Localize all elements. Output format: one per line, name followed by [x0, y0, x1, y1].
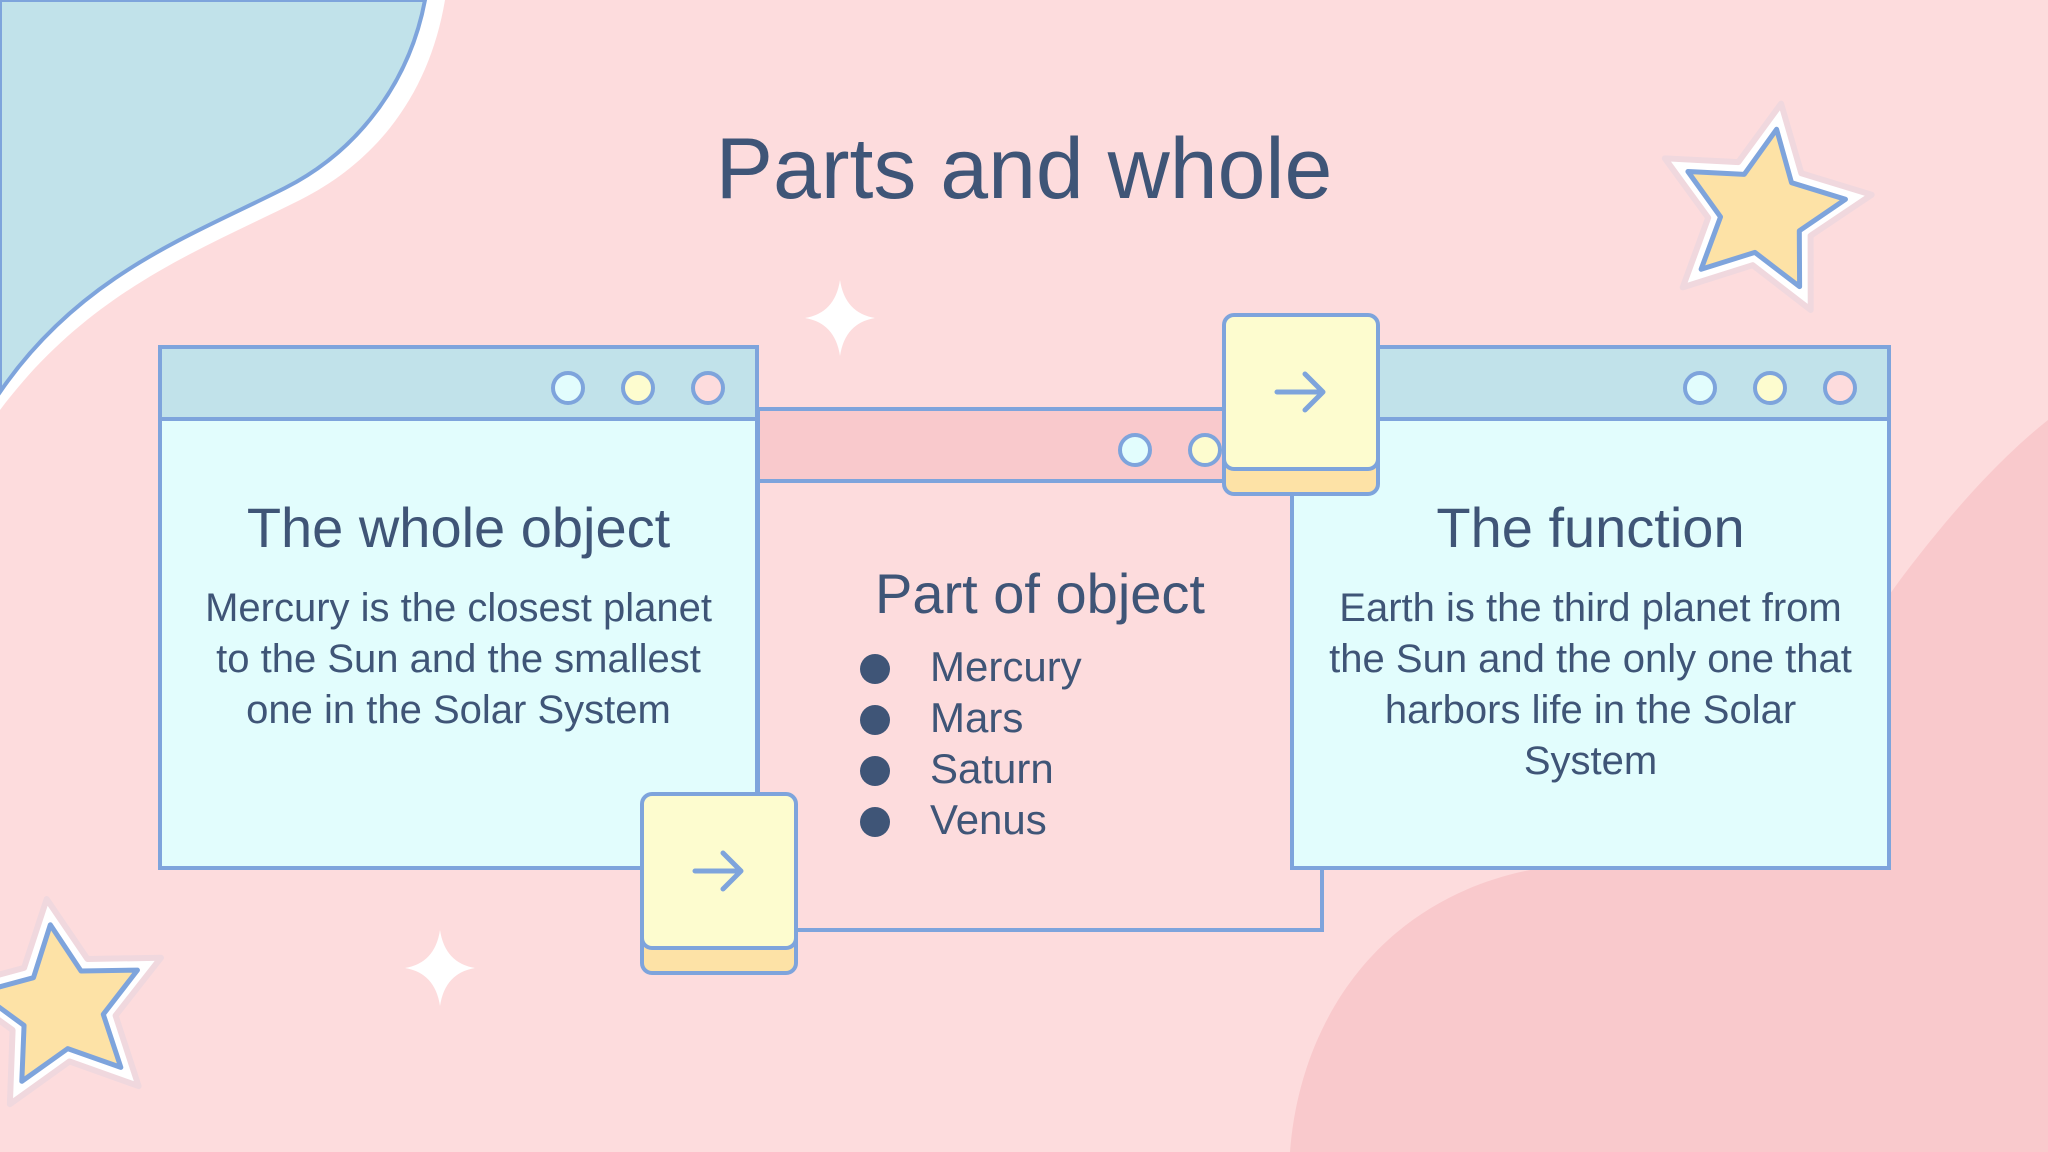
list-item: Saturn: [860, 743, 1082, 794]
whole-object-card: The whole object Mercury is the closest …: [158, 345, 759, 870]
list-item-label: Venus: [930, 796, 1047, 843]
list-item: Venus: [860, 794, 1082, 845]
arrow-button[interactable]: [640, 792, 798, 975]
window-titlebar: [162, 349, 755, 421]
blue-blob-inner: [0, 0, 428, 396]
card-description: Earth is the third planet from the Sun a…: [1329, 586, 1852, 783]
function-card: The function Earth is the third planet f…: [1290, 345, 1891, 870]
list-item-label: Mercury: [930, 643, 1082, 690]
bullet-icon: [860, 756, 890, 786]
card-title: Part of object: [875, 562, 1205, 625]
arrow-button-face: [640, 792, 798, 950]
arrow-button[interactable]: [1222, 313, 1380, 496]
list-item-label: Saturn: [930, 745, 1054, 792]
window-dot-icon: [1753, 371, 1787, 405]
bullet-icon: [860, 807, 890, 837]
window-dot-icon: [1823, 371, 1857, 405]
part-list: Mercury Mars Saturn Venus: [860, 641, 1082, 845]
bullet-icon: [860, 654, 890, 684]
list-item: Mercury: [860, 641, 1082, 692]
arrow-right-icon: [1274, 371, 1326, 413]
bullet-icon: [860, 705, 890, 735]
window-titlebar: [1294, 349, 1887, 421]
window-dot-icon: [1118, 433, 1152, 467]
star-icon: [0, 896, 164, 1108]
window-dot-icon: [691, 371, 725, 405]
card-title: The function: [1436, 496, 1745, 559]
window-dot-icon: [1188, 433, 1222, 467]
card-title: The whole object: [246, 496, 671, 559]
arrow-button-face: [1222, 313, 1380, 471]
arrow-right-icon: [692, 850, 744, 892]
star-icon: [1661, 100, 1875, 313]
list-item-label: Mars: [930, 694, 1024, 741]
window-dot-icon: [1683, 371, 1717, 405]
page-title: Parts and whole: [715, 121, 1333, 217]
window-dot-icon: [551, 371, 585, 405]
card-description: Mercury is the closest planet to the Sun…: [205, 586, 712, 732]
window-dot-icon: [621, 371, 655, 405]
pink-blob: [1290, 420, 2048, 1152]
list-item: Mars: [860, 692, 1082, 743]
